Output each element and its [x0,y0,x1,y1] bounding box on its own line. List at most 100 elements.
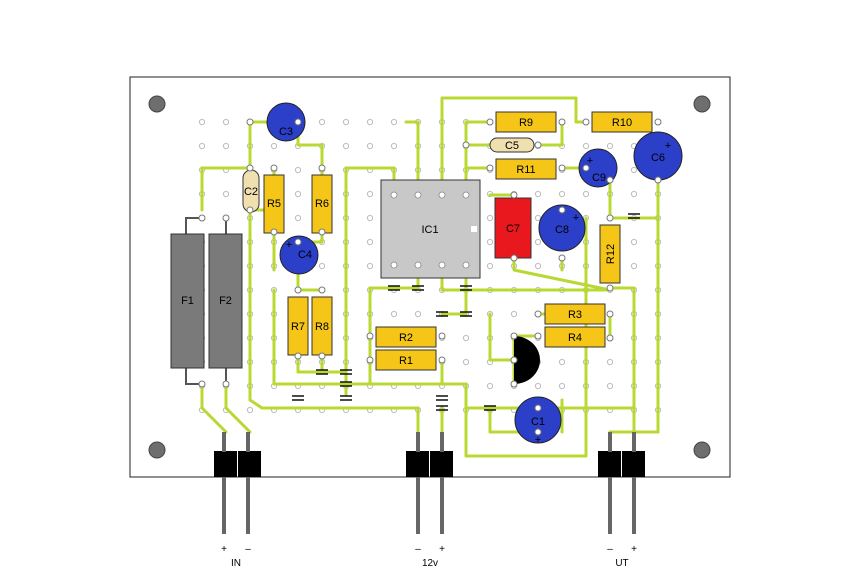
board-hole [414,310,422,318]
resistor-r1: R1 [375,349,437,371]
board-hole [534,190,542,198]
ic-pin [414,191,422,199]
fuse-f2 [208,233,243,369]
lead-pad [294,118,302,126]
svg-text:C6: C6 [651,152,665,164]
svg-text:R2: R2 [399,332,413,344]
board-hole [366,190,374,198]
capacitor-c7: C7 [494,197,532,259]
resistors: R5 R6 R7 R8 R2 R1 R3 R4 [263,111,653,371]
resistor-r12: R12 [599,224,621,284]
lead-pad [510,332,518,340]
lead-pad [582,164,590,172]
board-hole [342,142,350,150]
lead-pad [582,118,590,126]
capacitor-c9: C9 + [578,148,618,188]
lead-pad [534,310,542,318]
jumper-crossing [340,381,352,387]
lead-pad [534,428,542,436]
lead-pad [222,380,230,388]
lead-pad [510,254,518,262]
board-hole [486,214,494,222]
board-hole [294,190,302,198]
lead-pad [438,356,446,364]
board-hole [606,358,614,366]
board-hole [534,382,542,390]
wire [536,120,564,147]
lead-pads [198,118,662,436]
lead-pad [558,206,566,214]
board-hole [294,214,302,222]
resistor-r4: R4 [544,326,606,348]
board-hole [390,118,398,126]
lead-pad [606,334,614,342]
lead-pad [318,228,326,236]
lead-pad [270,164,278,172]
lead-pad [606,176,614,184]
svg-text:R5: R5 [267,198,281,210]
jumper-crossing [340,369,352,375]
board-hole [558,190,566,198]
board-hole [582,142,590,150]
board-hole [222,142,230,150]
board-hole [342,118,350,126]
mounting-hole [693,441,711,459]
lead-pad [198,214,206,222]
lead-pad [462,141,470,149]
connector-ut-pin-plus: + [631,544,637,555]
svg-text:R11: R11 [516,164,535,176]
jumper-crossing [316,369,328,375]
jumper-crossing [436,395,448,401]
ic1-pin1-marker [471,226,477,232]
connector-12v-pin-plus: + [439,544,445,555]
capacitor-c2: C2 [242,169,260,213]
capacitor-c3: C3 [266,102,306,142]
wire [200,382,228,434]
connector-in-pin-minus: – [245,544,251,555]
board-hole [534,214,542,222]
lead-pad [510,191,518,199]
board-hole [534,262,542,270]
lead-pad [366,332,374,340]
lead-pad [366,356,374,364]
lead-pad [438,332,446,340]
connector-12v-pin-minus: – [415,544,421,555]
board-hole [630,166,638,174]
jumper-crossing [436,405,448,411]
lead-pad [318,352,326,360]
lead-pad [534,404,542,412]
capacitor-c4: C4 + [279,235,319,275]
mounting-hole [693,95,711,113]
board-hole [390,310,398,318]
resistor-r9: R9 [495,111,557,133]
fuse-lead [185,368,202,385]
jumper-crossing [412,285,424,291]
f2-label: F2 [219,295,232,307]
board-hole [366,118,374,126]
connectors: + – IN – + 12v – + UT [214,432,645,569]
board-hole [534,238,542,246]
board-hole [318,262,326,270]
wire [224,382,252,434]
capacitor-c6: C6 + [633,131,683,181]
connector-in-pin-plus: + [221,544,227,555]
diode-d1: D1 [514,336,540,384]
jumper-crossing [388,285,400,291]
mounting-hole [148,441,166,459]
lead-pad [558,254,566,262]
ic-pin [462,191,470,199]
board-hole [606,142,614,150]
resistor-r6: R6 [311,174,333,234]
lead-pad [654,118,662,126]
lead-pad [294,352,302,360]
svg-text:R3: R3 [568,309,582,321]
svg-text:R12: R12 [605,244,617,264]
lead-pad [534,141,542,149]
board-hole [462,334,470,342]
board-hole [222,190,230,198]
svg-text:C8: C8 [555,224,569,236]
jumper-crossing [484,405,496,411]
ic1-label: IC1 [421,224,438,236]
wire [248,208,420,410]
